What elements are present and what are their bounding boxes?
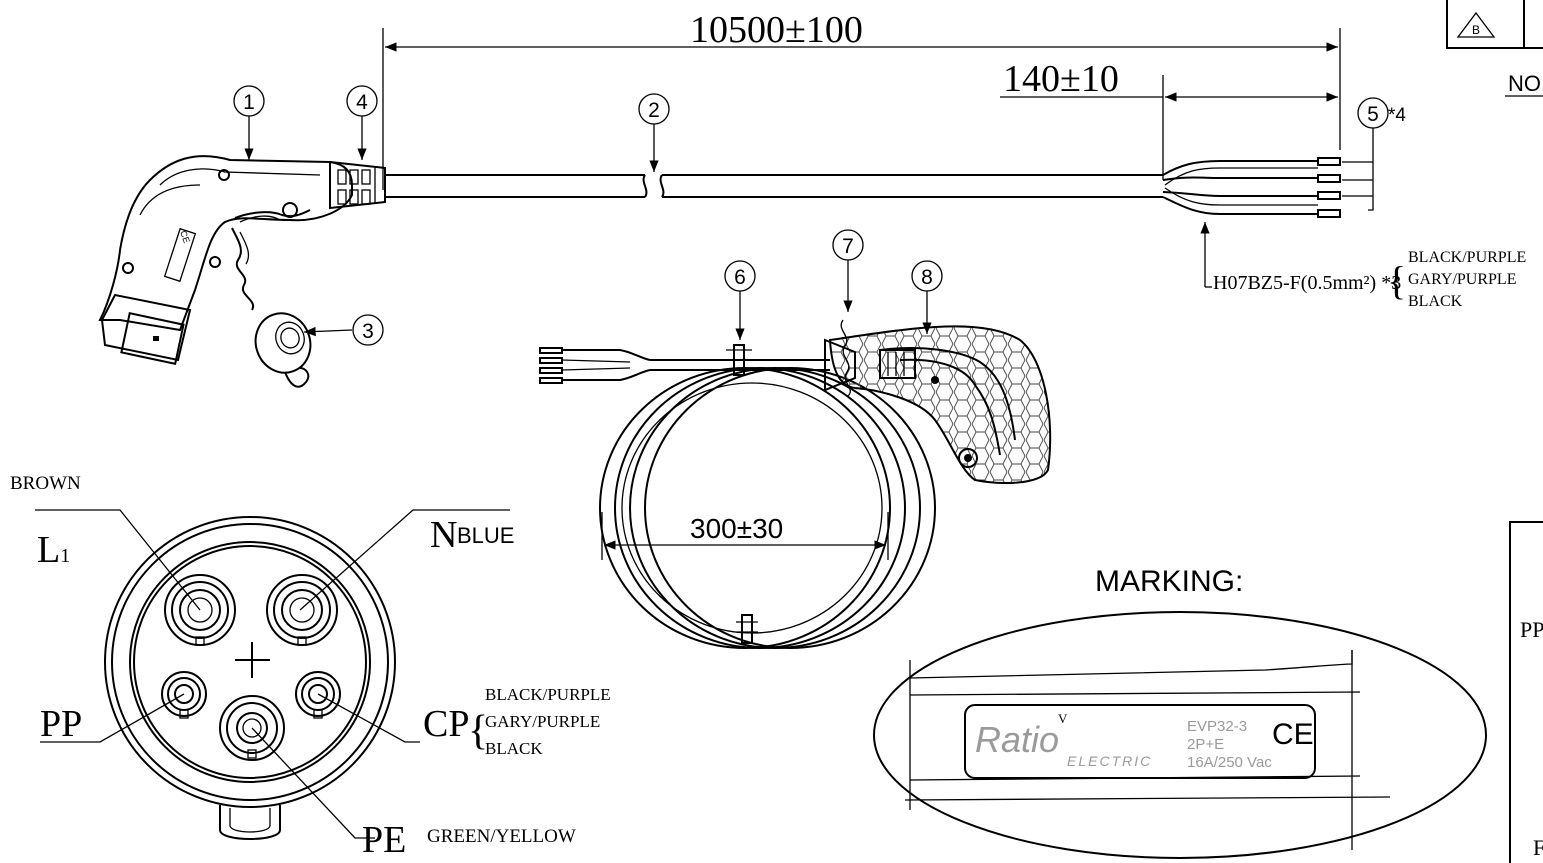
- dust-cap: [254, 312, 312, 388]
- cable-spec-note: H07BZ5-F(0.5mm²) *3 { BLACK/PURPLE GARY/…: [1200, 222, 1526, 310]
- side-table-fragment: PP F: [1509, 521, 1543, 863]
- svg-text:3: 3: [362, 320, 374, 343]
- svg-text:PP: PP: [1520, 617, 1543, 642]
- coil-diameter-dimension: 300±30: [601, 512, 889, 560]
- brown-label: BROWN: [10, 473, 81, 494]
- svg-text:BLACK: BLACK: [485, 739, 543, 758]
- balloon-8: 8: [911, 260, 943, 334]
- strip-length-dimension: 140±10: [1000, 58, 1338, 180]
- balloon-2: 2: [638, 93, 670, 172]
- main-cable: [385, 157, 1341, 218]
- marking-tick: V: [1058, 711, 1068, 726]
- marking-brand-sub: ELECTRIC: [1067, 753, 1152, 769]
- protective-bag: [828, 325, 1052, 484]
- cp-label: CP: [423, 703, 469, 745]
- svg-text:7: 7: [842, 235, 854, 258]
- l1-label: L1: [37, 529, 70, 571]
- overall-length-dimension: 10500±100: [382, 9, 1341, 190]
- green-yellow-label: GREEN/YELLOW: [427, 826, 576, 847]
- svg-text:4: 4: [356, 91, 368, 114]
- svg-text:8: 8: [921, 266, 933, 289]
- balloon-6: 6: [724, 260, 756, 340]
- balloon-1: 1: [233, 85, 265, 160]
- balloon-3: 3: [303, 314, 384, 346]
- marking-poles: 2P+E: [1187, 736, 1224, 753]
- svg-text:CE: CE: [178, 229, 192, 244]
- svg-text:BLACK/PURPLE: BLACK/PURPLE: [1408, 249, 1526, 266]
- svg-text:1: 1: [243, 91, 255, 114]
- svg-text:F: F: [1533, 835, 1543, 860]
- pin-cp: [295, 671, 341, 719]
- svg-text:BLACK: BLACK: [1408, 293, 1463, 310]
- overall-length-label: 10500±100: [690, 9, 863, 51]
- balloon-4: 4: [346, 85, 378, 160]
- svg-text:GARY/PURPLE: GARY/PURPLE: [485, 712, 600, 731]
- pin-n: [266, 574, 338, 646]
- marking-rating: 16A/250 Vac: [1187, 754, 1272, 771]
- svg-text:5: 5: [1367, 103, 1379, 126]
- charging-gun-side-view: CE: [98, 155, 386, 388]
- marking-label-plate: [964, 704, 1316, 779]
- svg-text:GARY/PURPLE: GARY/PURPLE: [1408, 271, 1516, 288]
- rev-symbol: B: [1472, 23, 1480, 37]
- coiled-cable-view: [539, 319, 1052, 649]
- svg-text:{: {: [1387, 258, 1406, 303]
- svg-text:{: {: [468, 708, 488, 754]
- connector-face-view: [35, 509, 510, 840]
- strain-relief-boot: [329, 160, 386, 210]
- pp-label: PP: [40, 703, 82, 745]
- balloon-5: 5 *4: [1342, 97, 1406, 211]
- svg-text:*4: *4: [1388, 105, 1406, 126]
- balloon-7: 7: [832, 229, 864, 312]
- marking-title: MARKING:: [1095, 565, 1243, 598]
- pe-label: PE: [362, 819, 406, 861]
- svg-text:2: 2: [648, 99, 660, 122]
- svg-text:6: 6: [734, 266, 746, 289]
- cable-spec-label: H07BZ5-F(0.5mm²) *3: [1213, 272, 1401, 294]
- pin-pp: [161, 671, 207, 719]
- marking-model: EVP32-3: [1187, 718, 1247, 735]
- strip-length-label: 140±10: [1003, 58, 1119, 100]
- revision-block: B: [1446, 0, 1543, 49]
- note-label: NO: [1508, 71, 1541, 96]
- blue-label: BLUE: [457, 523, 514, 548]
- marking-detail: V Ratio ELECTRIC EVP32-3 2P+E 16A/250 Va…: [873, 611, 1487, 859]
- pin-pe: [219, 695, 285, 761]
- pin-l1: [164, 574, 236, 646]
- coil-diameter-label: 300±30: [690, 513, 783, 544]
- marking-brand: Ratio: [975, 719, 1059, 760]
- svg-text:BLACK/PURPLE: BLACK/PURPLE: [485, 685, 611, 704]
- n-label: N: [430, 514, 457, 556]
- marking-ce: CE: [1272, 718, 1314, 751]
